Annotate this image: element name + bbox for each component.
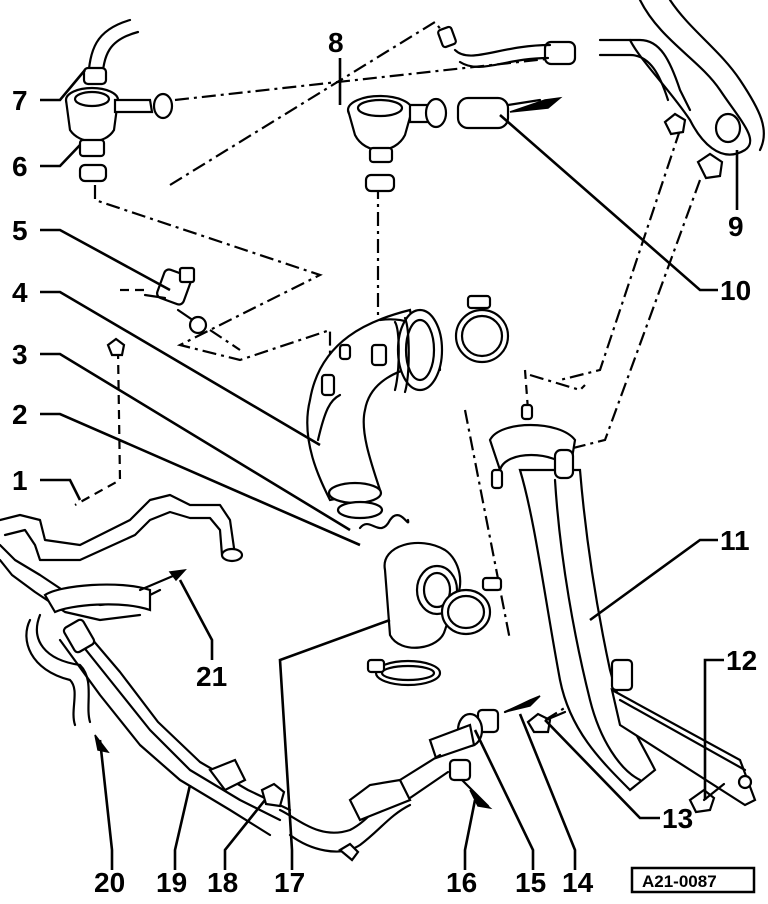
callout-12: 12 (726, 645, 757, 676)
callout-13: 13 (662, 803, 693, 834)
callout-18: 18 (207, 867, 238, 898)
callout-9: 9 (728, 211, 744, 242)
callout-8: 8 (328, 27, 344, 58)
callout-3: 3 (12, 339, 28, 370)
part-5-valve (106, 266, 208, 357)
leader-lines (40, 58, 739, 870)
callout-16: 16 (446, 867, 477, 898)
lower-pipe-run (0, 493, 450, 862)
bolts-12-13 (526, 710, 726, 814)
callout-20: 20 (94, 867, 125, 898)
upper-right-hose (437, 0, 765, 180)
pipe-11 (488, 403, 757, 807)
callout-1: 1 (12, 465, 28, 496)
valve-assembly-8-10 (346, 94, 563, 193)
spring-clip-2 (358, 514, 410, 530)
callout-5: 5 (12, 215, 28, 246)
reference-code: A21-0087 (642, 872, 717, 891)
callout-4: 4 (12, 277, 28, 308)
callout-2: 2 (12, 399, 28, 430)
callout-11: 11 (720, 525, 750, 556)
callout-7: 7 (12, 85, 28, 116)
reference-code-box: A21-0087 (630, 866, 756, 894)
callout-17: 17 (274, 867, 305, 898)
intake-elbow-4 (306, 294, 510, 520)
callout-21: 21 (196, 661, 227, 692)
callout-15: 15 (515, 867, 546, 898)
valve-assembly-6-7 (64, 18, 174, 183)
callout-6: 6 (12, 151, 28, 182)
sensor-parts-14-15-16 (428, 695, 541, 810)
callout-10: 10 (720, 275, 751, 306)
callout-14: 14 (562, 867, 594, 898)
connector-17 (366, 541, 503, 687)
callout-labels: 1 2 3 4 5 6 7 8 9 10 11 12 13 14 15 16 1… (12, 27, 757, 898)
callout-19: 19 (156, 867, 187, 898)
